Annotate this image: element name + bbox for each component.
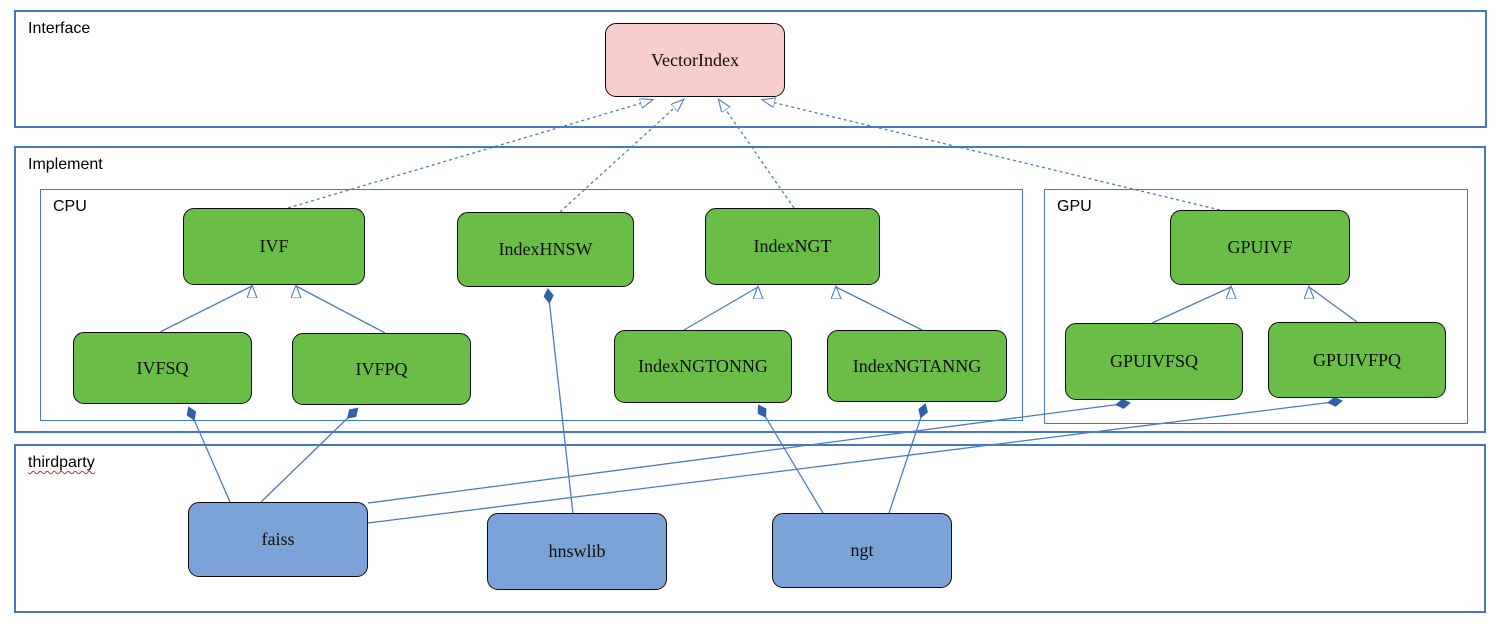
node-label: IndexNGTONNG bbox=[638, 356, 768, 376]
node-label: IndexHNSW bbox=[498, 239, 593, 259]
node-hnswlib[interactable]: hnswlib bbox=[487, 513, 667, 590]
node-ivfpq[interactable]: IVFPQ bbox=[292, 333, 471, 405]
node-label: faiss bbox=[261, 529, 295, 549]
container-cpu-label: CPU bbox=[53, 198, 87, 215]
node-faiss[interactable]: faiss bbox=[188, 502, 368, 577]
node-indexngtanng[interactable]: IndexNGTANNG bbox=[827, 330, 1007, 402]
node-indexngtonng[interactable]: IndexNGTONNG bbox=[614, 330, 792, 403]
container-thirdparty-label: thirdparty bbox=[28, 454, 95, 471]
node-gpuivfpq[interactable]: GPUIVFPQ bbox=[1268, 322, 1446, 398]
container-interface-label: Interface bbox=[28, 20, 91, 37]
node-ivfsq[interactable]: IVFSQ bbox=[73, 332, 252, 404]
node-label: GPUIVFPQ bbox=[1312, 349, 1402, 370]
container-implement-label: Implement bbox=[28, 156, 103, 173]
node-label: IVFPQ bbox=[355, 358, 408, 379]
node-label: IndexNGTANNG bbox=[852, 355, 982, 376]
node-label: GPUIVF bbox=[1227, 237, 1293, 257]
node-label: VectorIndex bbox=[651, 49, 739, 70]
node-gpuivfsq[interactable]: GPUIVFSQ bbox=[1065, 323, 1243, 400]
node-label: IVFSQ bbox=[136, 357, 189, 378]
node-label: IVF bbox=[259, 236, 289, 256]
container-gpu-label: GPU bbox=[1057, 198, 1092, 215]
node-label: hnswlib bbox=[548, 541, 606, 561]
node-label: ngt bbox=[850, 540, 874, 560]
node-ivf[interactable]: IVF bbox=[183, 208, 365, 285]
node-vectorindex[interactable]: VectorIndex bbox=[605, 23, 785, 97]
node-gpuivf[interactable]: GPUIVF bbox=[1170, 210, 1350, 285]
node-ngt[interactable]: ngt bbox=[772, 513, 952, 588]
node-indexngt[interactable]: IndexNGT bbox=[705, 208, 880, 285]
node-label: GPUIVFSQ bbox=[1109, 351, 1199, 371]
node-indexhnsw[interactable]: IndexHNSW bbox=[457, 212, 634, 287]
node-label: IndexNGT bbox=[753, 236, 832, 256]
